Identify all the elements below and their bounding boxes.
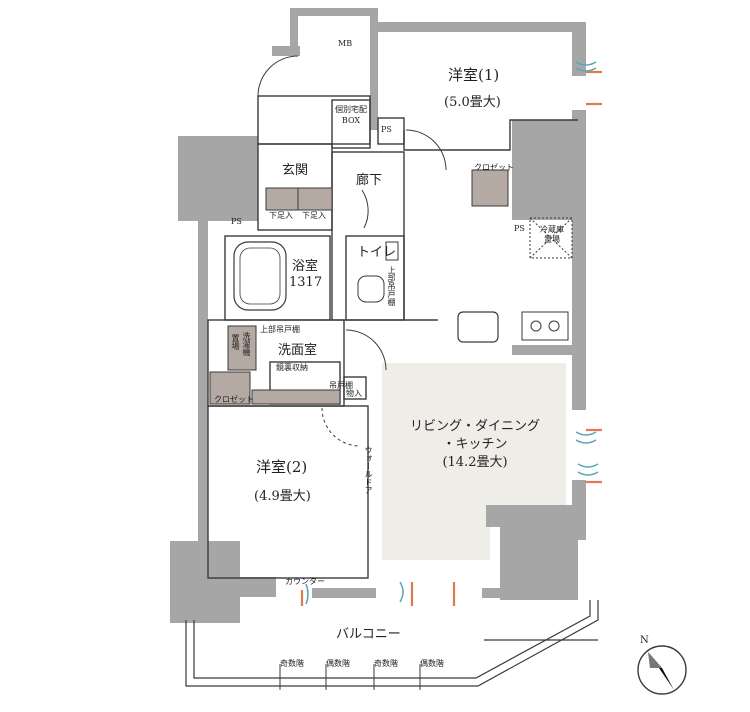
washroom-upper-shelf: 上部吊戸棚 [260, 325, 300, 334]
ps-label-1: PS [381, 125, 392, 134]
closets [209, 169, 509, 405]
compass-letter: N [640, 635, 649, 646]
floor-markers [279, 664, 421, 690]
shoe-storage-2: 下足入 [302, 211, 326, 220]
entrance-label: 玄関 [282, 163, 309, 178]
bath-size: 1317 [289, 275, 323, 290]
toilet-upper-shelf: 上部吊戸棚 [387, 266, 396, 306]
walk-door-label: ウォールドア [364, 446, 373, 494]
kitchen-sink [457, 311, 499, 343]
floor-marker-odd-2: 奇数階 [374, 659, 398, 668]
floor-marker-even-1: 偶数階 [326, 659, 350, 668]
western1-name: 洋室(1) [448, 66, 500, 84]
closet-label-2: クロゼット [214, 395, 254, 404]
western2-area: (4.9畳大) [254, 489, 311, 504]
mb-label: MB [338, 39, 353, 48]
ldk-name-line2: ・キッチン [442, 437, 508, 452]
ldk-area: (14.2畳大) [442, 455, 508, 470]
vents [300, 70, 602, 606]
fridge-label: 冷蔵庫 置場 [532, 226, 572, 244]
floor-marker-odd-1: 奇数階 [280, 659, 304, 668]
toilet-label: トイレ [357, 245, 397, 260]
balcony-label: バルコニー [336, 627, 401, 642]
fridge-line2: 置場 [544, 235, 560, 244]
delivery-box-line2: BOX [341, 116, 361, 125]
door-swings [257, 55, 447, 447]
ps-label-3: PS [514, 224, 525, 233]
toilet-fixture [357, 275, 385, 303]
western1-area: (5.0畳大) [444, 95, 501, 110]
compass-icon [637, 645, 687, 695]
balcony-outline [185, 600, 599, 687]
partitions [207, 95, 578, 579]
kitchen-stove [521, 311, 569, 341]
washer-line1: 洗濯機 [242, 332, 251, 356]
mirror-storage-label: 鏡裏収納 [276, 363, 308, 372]
ldk-floor [382, 363, 566, 560]
fridge-line1: 冷蔵庫 [540, 225, 564, 234]
shoe-storage-1: 下足入 [269, 211, 293, 220]
ldk-name-line1: リビング・ダイニング [409, 419, 540, 434]
washroom-label: 洗面室 [278, 343, 318, 358]
storage-label: 物入 [346, 389, 362, 398]
windows [305, 61, 599, 605]
delivery-box-label: 個別宅配 BOX [332, 106, 370, 125]
corridor-label: 廊下 [356, 173, 383, 188]
washer-line2: 置場 [231, 334, 240, 350]
floor-marker-even-2: 偶数階 [420, 659, 444, 668]
delivery-box-line1: 個別宅配 [335, 105, 367, 114]
bathtub [233, 241, 287, 311]
structure-walls [170, 8, 586, 623]
western2-name: 洋室(2) [256, 458, 308, 476]
shelf-label: 吊戸棚 [329, 381, 353, 390]
fridge-space [529, 217, 573, 259]
counter-label: カウンター [285, 577, 325, 586]
ps-label-2: PS [231, 217, 242, 226]
bath-name: 浴室 [292, 259, 319, 274]
closet-label-1: クロゼット [474, 163, 514, 172]
